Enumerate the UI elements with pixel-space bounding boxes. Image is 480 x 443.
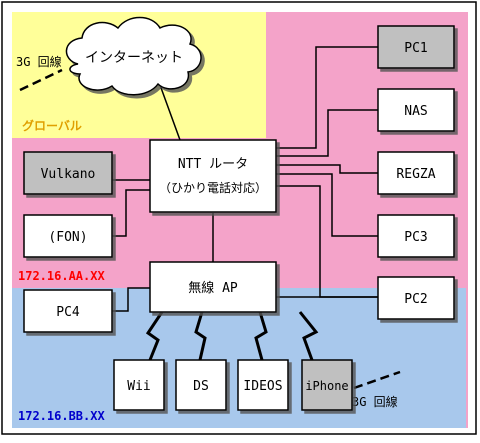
wireless-links	[145, 311, 319, 361]
access-point-node: 無線 AP	[149, 261, 277, 313]
ideos-label: IDEOS	[243, 379, 282, 394]
device-vulkano: Vulkano	[23, 151, 113, 195]
iphone-label: iPhone	[305, 379, 348, 393]
wii-label: Wii	[127, 379, 150, 394]
3g-label-bottom: 3G 回線	[352, 394, 398, 409]
device-ideos: IDEOS	[237, 359, 289, 411]
device-nas: NAS	[377, 88, 455, 132]
device-ds: DS	[175, 359, 227, 411]
device-pc2: PC2	[377, 276, 455, 320]
ds-label: DS	[193, 379, 209, 394]
pc2-label: PC2	[404, 292, 427, 307]
pc3-label: PC3	[404, 230, 427, 245]
device-fon: (FON)	[23, 214, 113, 258]
zone-bb-label: 172.16.BB.XX	[18, 409, 105, 423]
connection-lines	[111, 46, 378, 312]
zone-aa-label: 172.16.AA.XX	[18, 269, 105, 283]
regza-label: REGZA	[396, 167, 435, 182]
device-wii: Wii	[113, 359, 165, 411]
router-node: NTT ルータ （ひかり電話対応）	[149, 139, 277, 213]
device-pc4: PC4	[23, 289, 113, 333]
3g-links	[19, 68, 401, 390]
pc4-label: PC4	[56, 305, 80, 320]
zone-global-label: グローバル	[22, 118, 82, 133]
3g-label-top: 3G 回線	[16, 54, 62, 69]
internet-cloud: インターネット	[65, 16, 202, 96]
device-iphone: iPhone	[301, 359, 353, 411]
router-title: NTT ルータ	[178, 157, 248, 172]
access-point-label: 無線 AP	[188, 280, 238, 296]
nas-label: NAS	[404, 104, 427, 119]
fon-label: (FON)	[48, 230, 87, 245]
vulkano-label: Vulkano	[41, 167, 96, 182]
router-subtitle: （ひかり電話対応）	[159, 180, 267, 195]
pc1-label: PC1	[404, 41, 427, 56]
device-regza: REGZA	[377, 151, 455, 195]
internet-label: インターネット	[85, 50, 183, 66]
device-pc3: PC3	[377, 214, 455, 258]
device-pc1: PC1	[377, 25, 455, 69]
